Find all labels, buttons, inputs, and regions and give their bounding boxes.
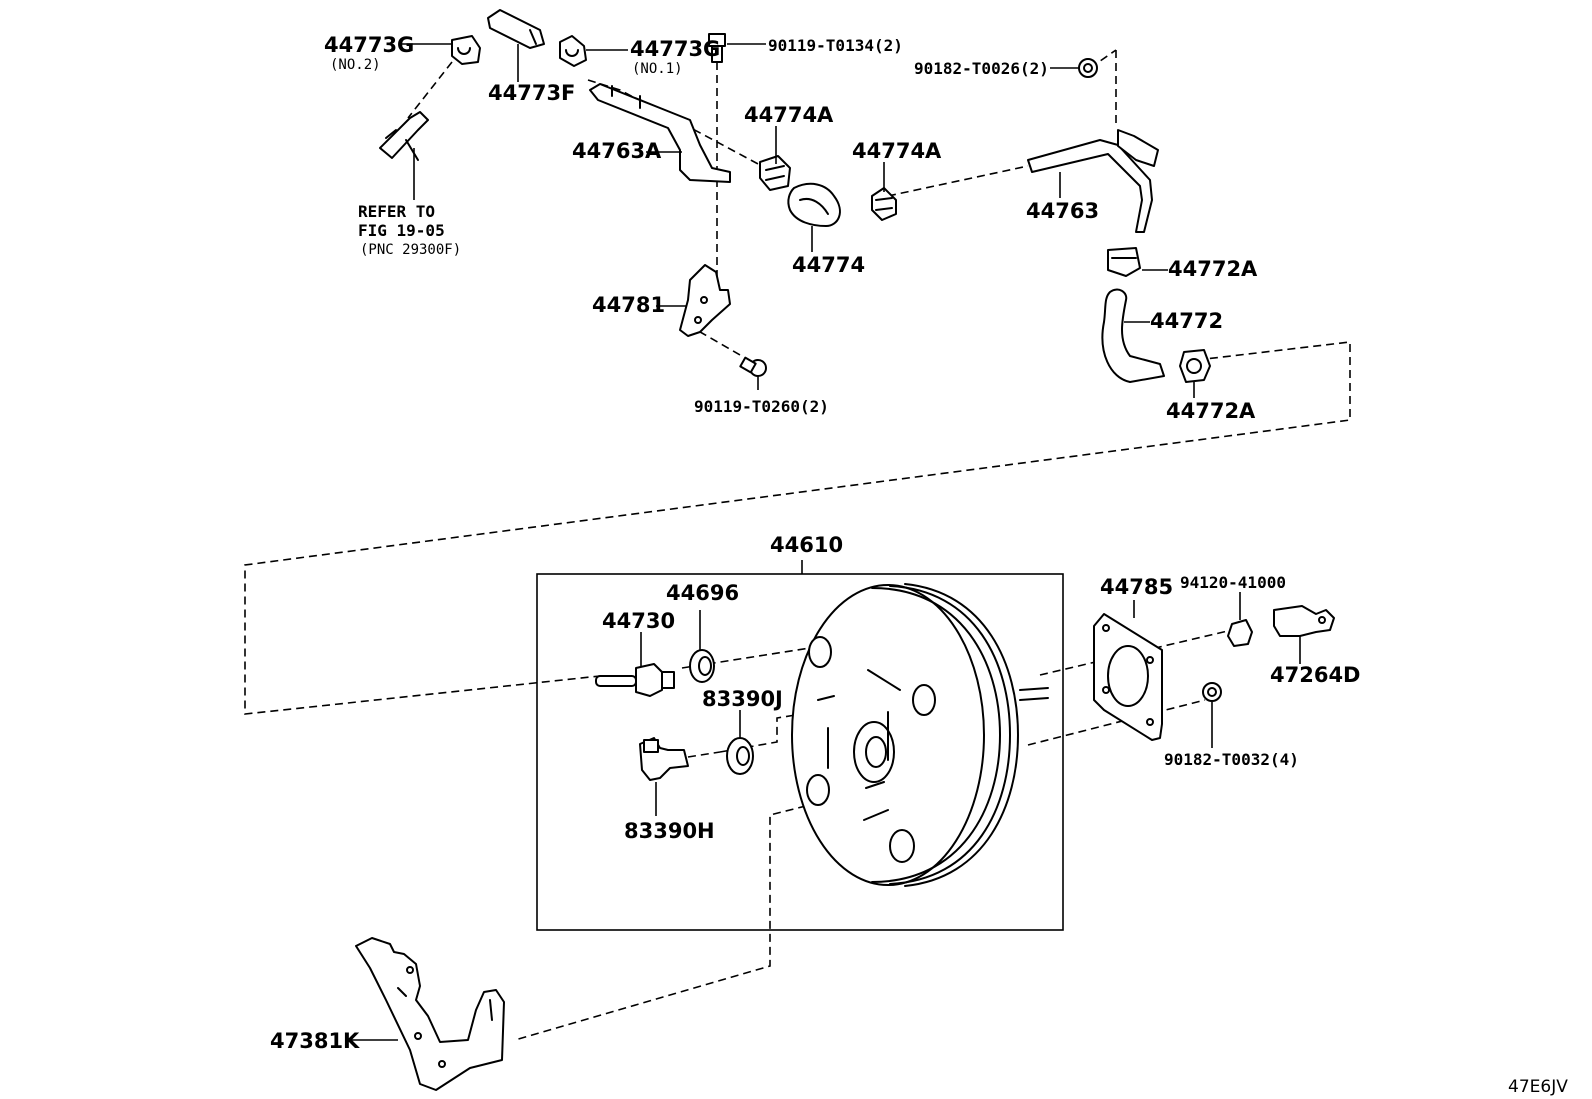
pipe-44763a-icon [589, 83, 731, 183]
label-44773g-no2: 44773G [324, 33, 414, 57]
refer-note-line1: REFER TO [358, 202, 435, 221]
label-44773g-no2-sub: (NO.2) [330, 57, 381, 73]
label-44781: 44781 [592, 293, 665, 317]
label-83390j: 83390J [702, 687, 783, 711]
label-44774a-left: 44774A [744, 103, 834, 127]
assembly-44610-frame [536, 573, 1064, 931]
elbow-83390h-icon [639, 737, 689, 781]
refer-note-line2: FIG 19-05 [358, 221, 445, 240]
leader-lines [350, 43, 1301, 1041]
pipe-44763-icon [1027, 129, 1159, 233]
label-47381k: 47381K [270, 1029, 360, 1053]
hose-44774-icon [787, 182, 841, 227]
hose-44772-icon [1101, 288, 1165, 383]
label-94120-41000: 94120-41000 [1180, 573, 1286, 592]
grommet-83390j-icon [726, 737, 754, 775]
label-44610: 44610 [770, 533, 843, 557]
bolt-90119-t0134-icon [708, 33, 726, 63]
label-44696: 44696 [666, 581, 739, 605]
label-44772a-top: 44772A [1168, 257, 1258, 281]
grommet-44696-icon [689, 649, 715, 683]
clamp-44774a-left-icon [759, 155, 791, 191]
label-90182-t0026: 90182-T0026(2) [914, 59, 1049, 78]
label-44773g-no1-sub: (NO.1) [632, 61, 683, 77]
label-44730: 44730 [602, 609, 675, 633]
hose-44773f-icon [487, 9, 545, 49]
label-90119-t0134: 90119-T0134(2) [768, 36, 903, 55]
label-44763: 44763 [1026, 199, 1099, 223]
bolt-90119-t0260-icon [739, 356, 767, 377]
brake-booster-44610-icon [791, 583, 1049, 887]
label-44763a: 44763A [572, 139, 662, 163]
label-44772: 44772 [1150, 309, 1223, 333]
label-44785: 44785 [1100, 575, 1173, 599]
nut-90182-t0026-icon [1078, 58, 1098, 78]
clamp-44773g-no2-icon [451, 35, 481, 65]
label-44773g-no1: 44773G [630, 37, 720, 61]
fitting-refer-fig-icon [379, 111, 429, 161]
clamp-44774a-right-icon [871, 187, 897, 221]
clamp-44773g-no1-icon [559, 35, 587, 67]
label-44774a-right: 44774A [852, 139, 942, 163]
nut-94120-41000-icon [1227, 619, 1253, 647]
label-47264d: 47264D [1270, 663, 1361, 687]
clevis-47264d-icon [1273, 605, 1335, 637]
label-90182-t0032: 90182-T0032(4) [1164, 750, 1299, 769]
bracket-44781-icon [679, 264, 731, 337]
nut-90182-t0032-icon [1202, 682, 1222, 702]
refer-note-line3: (PNC 29300F) [360, 242, 461, 258]
diagram-code: 47E6JV [1508, 1077, 1568, 1097]
clamp-44772a-side-icon [1179, 349, 1211, 383]
clamp-44772a-top-icon [1107, 247, 1141, 277]
label-44773f: 44773F [488, 81, 575, 105]
label-44772a-bottom: 44772A [1166, 399, 1256, 423]
part-labels: 44773G (NO.2) 44773F 44773G (NO.1) 90119… [270, 33, 1568, 1097]
label-44774: 44774 [792, 253, 865, 277]
label-83390h: 83390H [624, 819, 715, 843]
bracket-47381k-icon [355, 937, 505, 1091]
gasket-44785-icon [1093, 613, 1163, 741]
check-valve-44730-icon [595, 663, 675, 697]
label-90119-t0260: 90119-T0260(2) [694, 397, 829, 416]
